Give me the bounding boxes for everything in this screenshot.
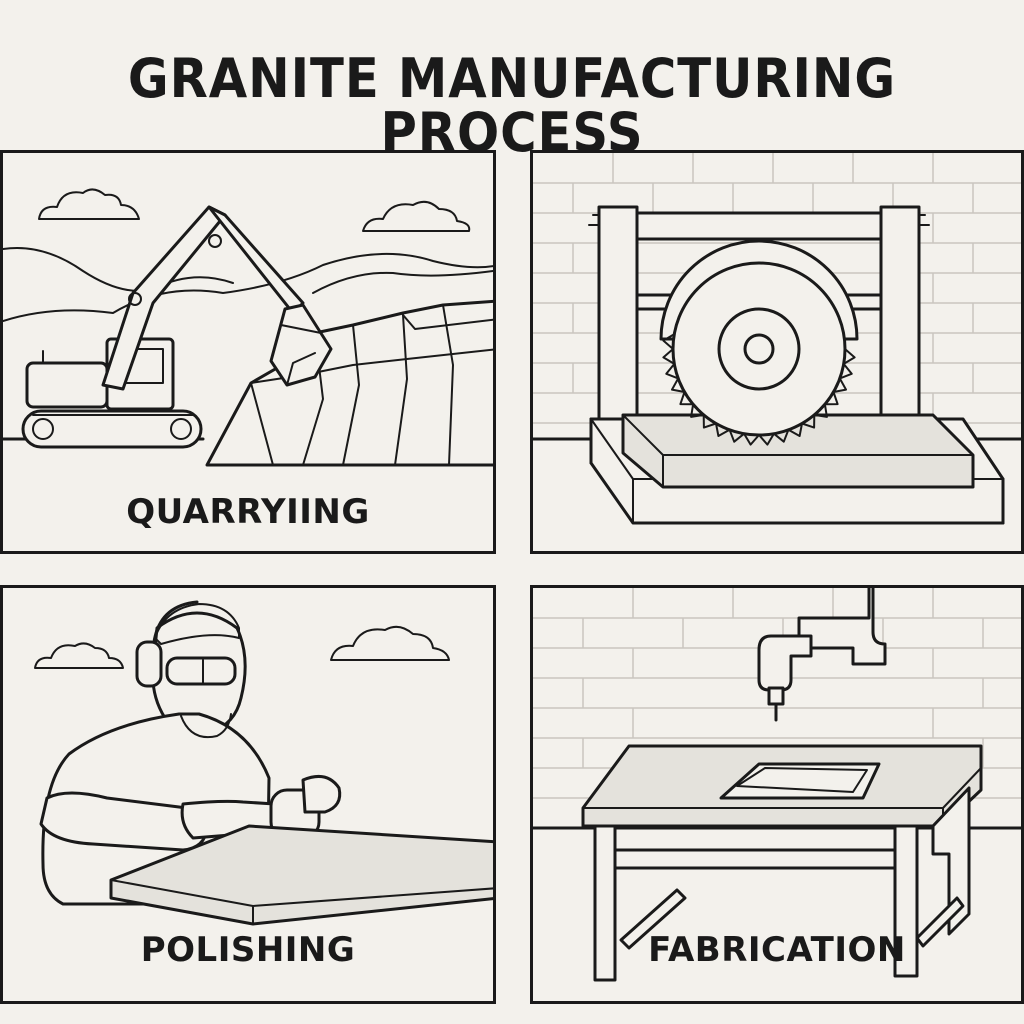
panel-fabrication: FABRICATION (530, 585, 1024, 1004)
cloud-icon (38, 188, 140, 220)
excavator-quarry-illustration (3, 188, 493, 467)
panel-cutting (530, 150, 1024, 554)
drill-icon (757, 588, 887, 722)
panel-label: QUARRYIING (126, 492, 370, 532)
panel-polishing: POLISHING (0, 585, 496, 1004)
saw-blade-icon (659, 239, 859, 446)
polishing-worker-illustration (34, 600, 493, 926)
cloud-icon (330, 625, 450, 661)
fabrication-illustration (533, 588, 1021, 982)
cloud-icon (362, 200, 471, 232)
panel-quarrying: QUARRYIING (0, 150, 496, 554)
panel-label: POLISHING (140, 930, 356, 970)
saw-cutting-illustration (533, 153, 1021, 525)
panel-label: FABRICATION (648, 930, 906, 970)
cloud-icon (34, 642, 124, 669)
page-title: GRANITE MANUFACTURING PROCESS (127, 47, 897, 164)
